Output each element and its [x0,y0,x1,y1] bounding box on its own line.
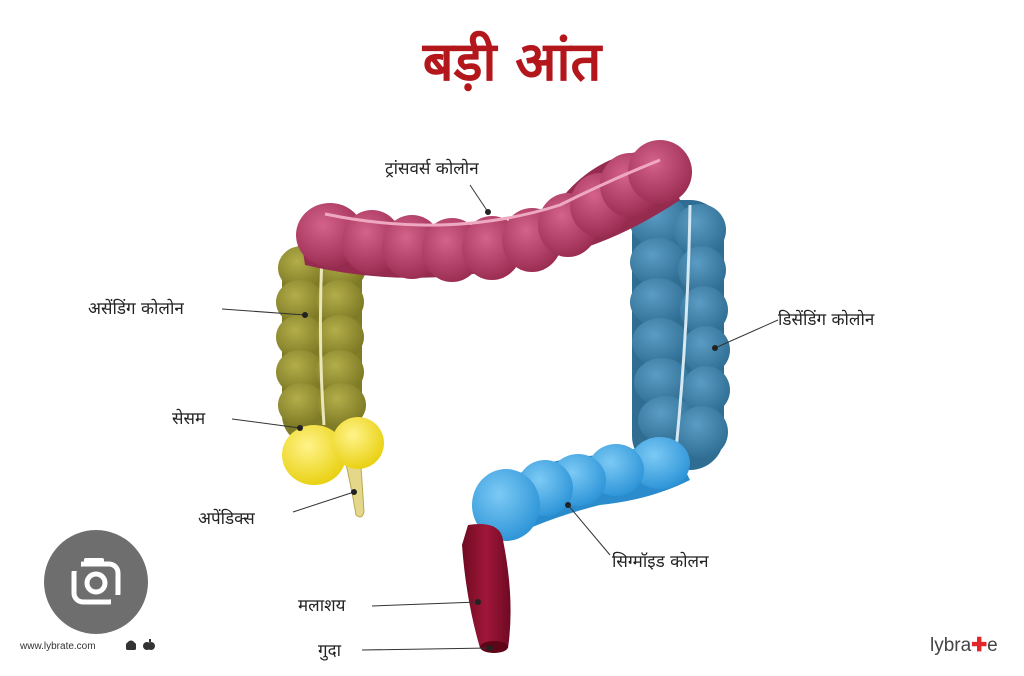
label-sigmoid-colon: सिग्मॉइड कोलन [612,552,709,572]
label-descending-colon: डिसेंडिंग कोलोन [778,310,875,330]
lens-search-button[interactable] [44,530,148,634]
sigmoid-colon [472,437,690,545]
label-cecum: सेसम [172,409,206,429]
android-icon [124,640,142,656]
store-icons [124,638,156,656]
transverse-colon [296,140,692,282]
page-title: बड़ी आंत [422,30,602,93]
rectum [462,524,511,653]
label-ascending-colon: असेंडिंग कोलोन [88,299,184,319]
brand-prefix: lybra [930,635,972,656]
label-anus: गुदा [318,641,342,661]
label-transverse-colon: ट्रांसवर्स कोलोन [385,159,479,179]
brand-logo: lybra✚e [930,634,998,657]
lens-search-icon [71,558,121,605]
cecum [282,417,384,518]
ascending-colon [276,245,366,445]
descending-colon [630,196,730,470]
footer-url: www.lybrate.com [20,641,96,652]
leader-lines [221,184,779,651]
brand-suffix: e [987,635,998,656]
plus-icon: ✚ [971,635,988,656]
leader-dots [297,209,718,651]
label-rectum: मलाशय [298,596,346,616]
apple-icon [142,639,156,656]
label-appendix: अपेंडिक्स [198,509,255,529]
